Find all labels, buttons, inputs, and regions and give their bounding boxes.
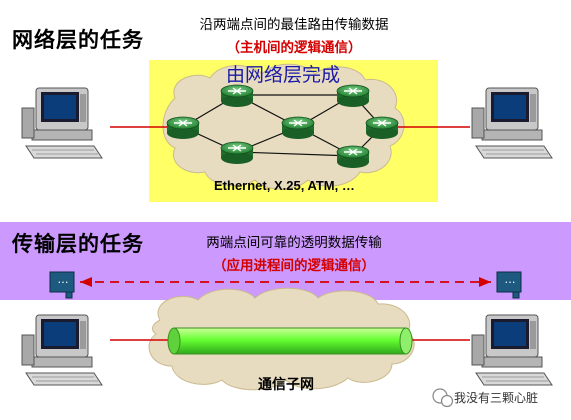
watermark-text: 我没有三颗心脏: [454, 391, 539, 405]
network-technologies: Ethernet, X.25, ATM, …: [214, 178, 355, 193]
arrow-left-icon: [80, 277, 92, 287]
network-layer-description: 沿两端点间的最佳路由传输数据: [199, 17, 389, 33]
transport-layer-title: 传输层的任务: [12, 231, 144, 256]
host-left-network-icon: [21, 87, 103, 159]
router-east: [365, 116, 399, 140]
router-north-west: [220, 84, 254, 108]
transport-band: [0, 222, 571, 300]
router-south-west: [220, 141, 254, 165]
arrow-right-icon: [479, 277, 491, 287]
router-west: [166, 116, 200, 140]
process-right-symbol: …: [504, 273, 516, 286]
router-center: [281, 116, 315, 140]
host-left-transport-icon: [21, 314, 103, 386]
transport-pipe: [167, 327, 413, 355]
transport-layer-highlight: （应用进程间的逻辑通信）: [213, 258, 375, 274]
transport-layer-description: 两端点间可靠的透明数据传输: [206, 235, 382, 251]
subnet-label: 通信子网: [258, 377, 314, 393]
host-right-network-icon: [471, 87, 553, 159]
process-left-symbol: …: [57, 273, 69, 286]
network-layer-title: 网络层的任务: [12, 27, 144, 52]
wechat-logo-icon: [432, 388, 454, 408]
network-layer-highlight: （主机间的逻辑通信）: [226, 40, 362, 56]
router-north-east: [336, 84, 370, 108]
network-layer-done-by: 由网络层完成: [226, 64, 341, 86]
router-south-east: [336, 145, 370, 169]
host-right-transport-icon: [471, 314, 553, 386]
